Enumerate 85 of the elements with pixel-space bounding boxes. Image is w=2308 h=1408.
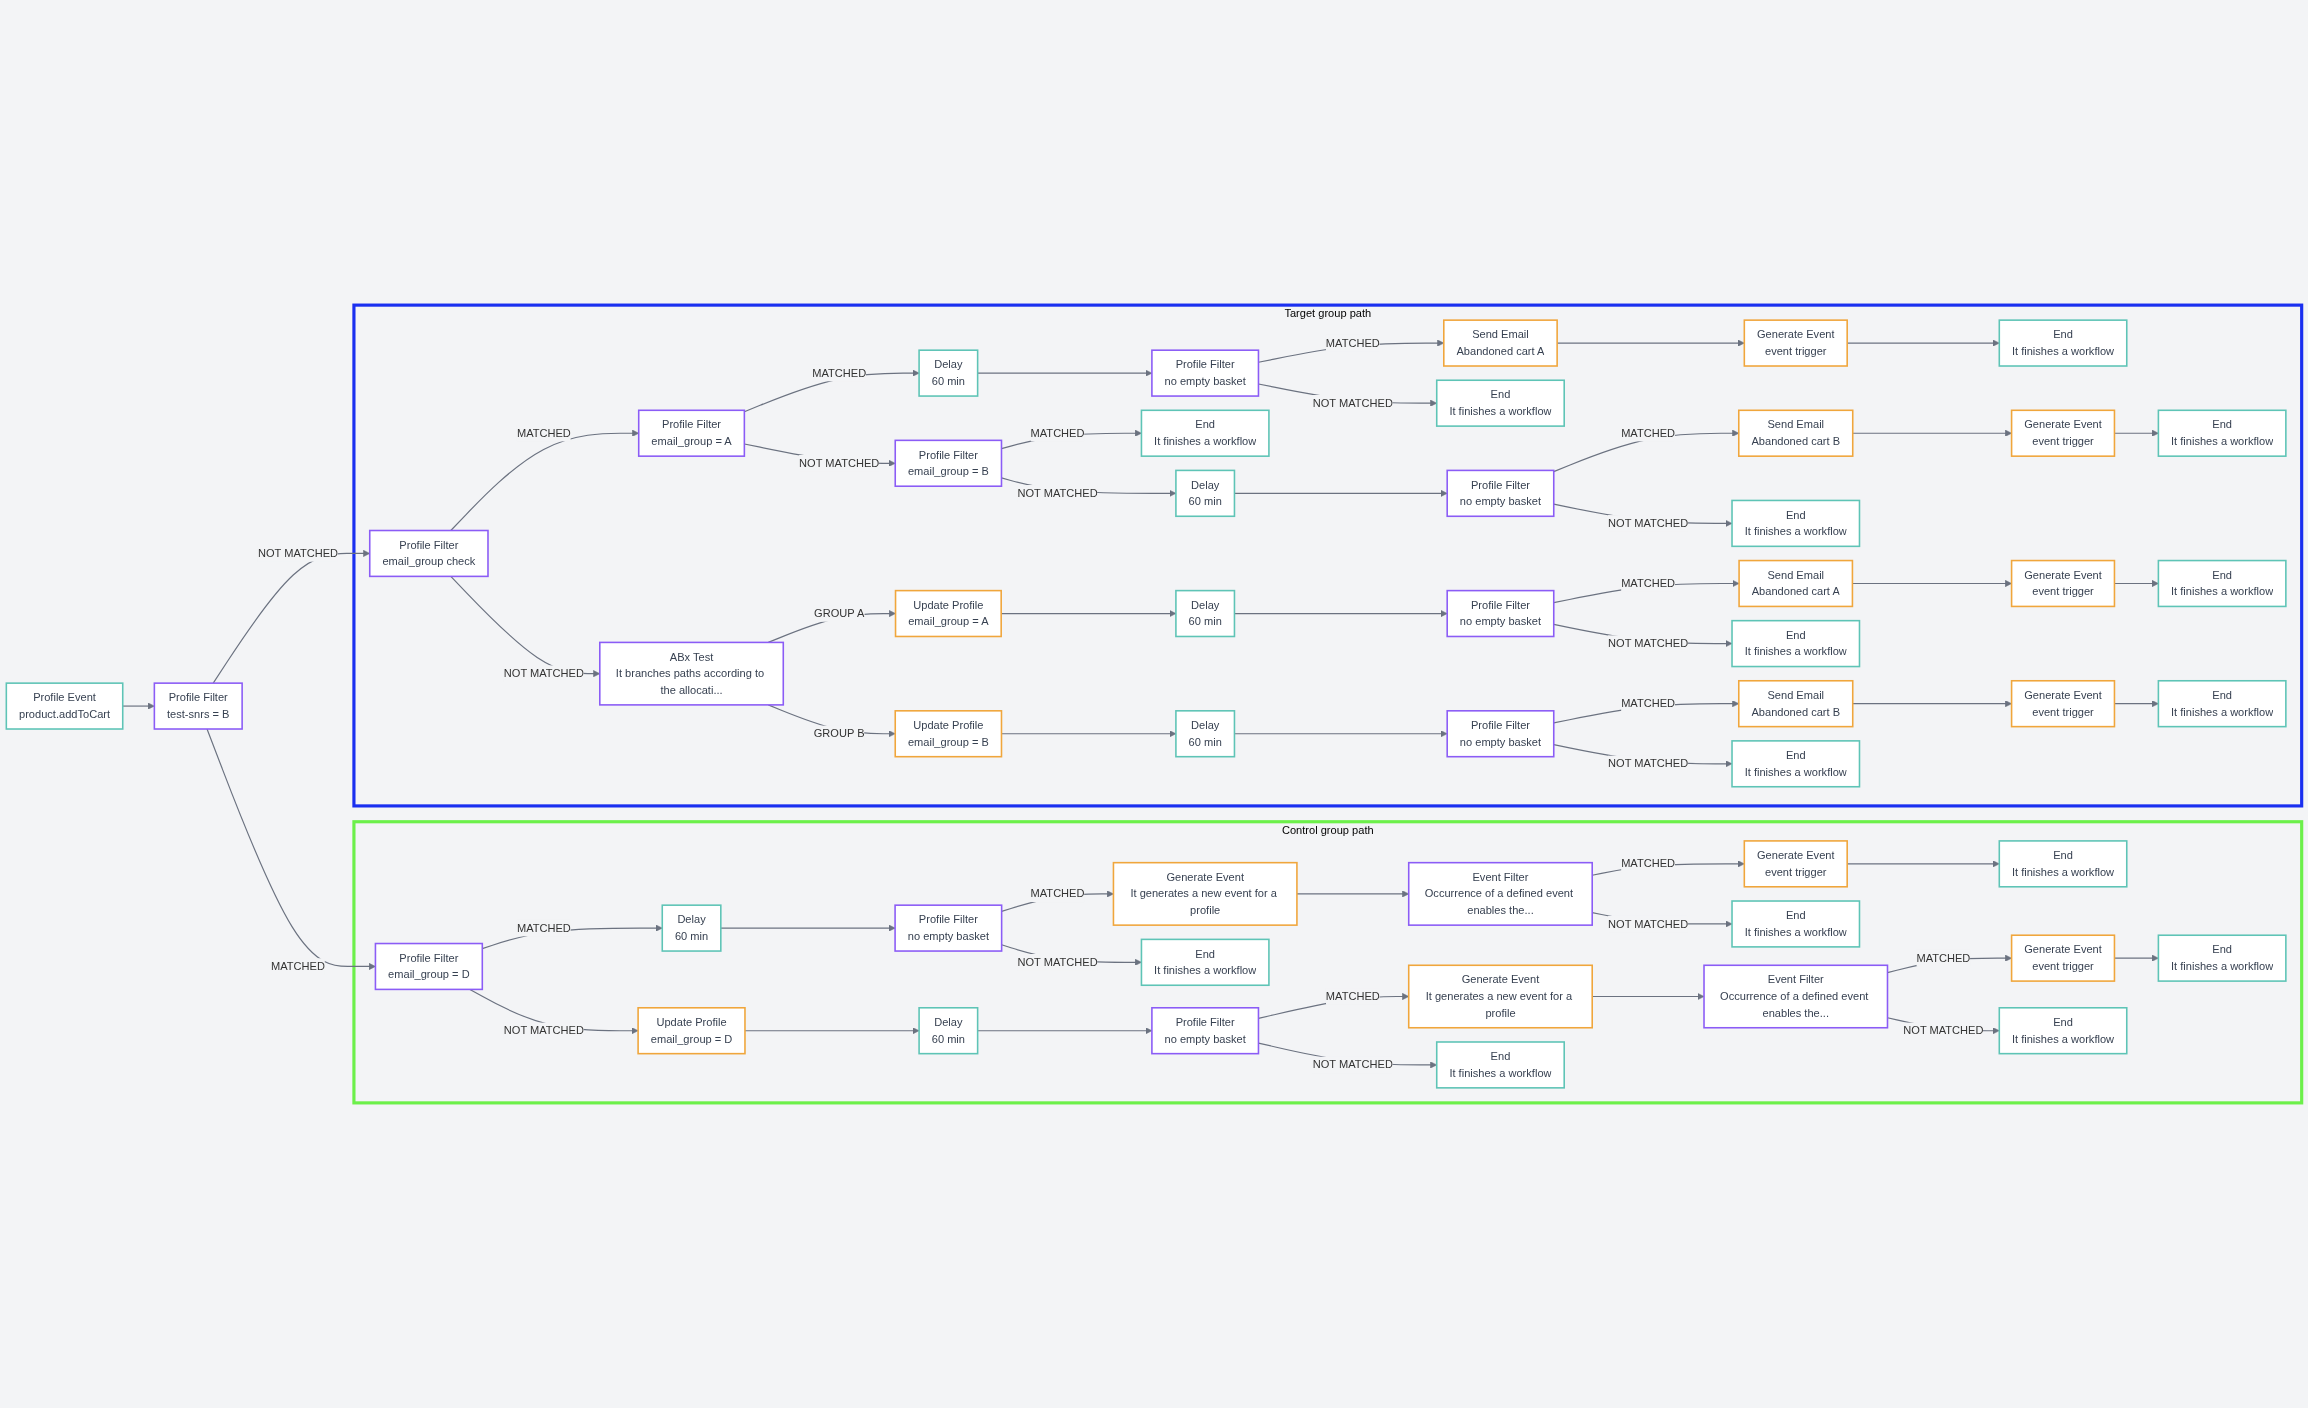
- node-box: End It finishes a workflow: [1731, 900, 1861, 948]
- node-box: Delay 60 min: [1175, 469, 1236, 518]
- node-box: Profile Filter no empty basket: [1151, 1007, 1260, 1055]
- edge-label: GROUP B: [813, 727, 865, 740]
- node-box: End It finishes a workflow: [1998, 840, 2128, 888]
- edge-label: NOT MATCHED: [1017, 486, 1098, 500]
- edge-label: NOT MATCHED: [1608, 917, 1689, 930]
- edge-label: MATCHED: [271, 959, 325, 973]
- node-box: End It finishes a workflow: [1998, 1007, 2128, 1055]
- node-box: Profile Filter email_group = D: [374, 942, 484, 991]
- node-box: Profile Filter no empty basket: [1151, 349, 1260, 397]
- node-box: Profile Filter no empty basket: [1446, 589, 1555, 638]
- edge-label: MATCHED: [1916, 951, 1971, 965]
- node-box: Profile Filter no empty basket: [1446, 710, 1555, 758]
- node-box: Generate Event event trigger: [2010, 680, 2116, 728]
- edge-label: GROUP A: [814, 606, 865, 620]
- arrow: [744, 1027, 920, 1035]
- node-box: End It finishes a workflow: [1140, 938, 1270, 987]
- node-box: End It finishes a workflow: [2157, 559, 2287, 608]
- edge-label: NOT MATCHED: [1903, 1024, 1984, 1037]
- node-box: Generate Event It generates a new event for a profile: [1407, 964, 1593, 1029]
- edge-label: MATCHED: [1030, 426, 1085, 440]
- node-box: Profile Filter email_group check: [368, 529, 489, 578]
- edge-label: NOT MATCHED: [257, 546, 339, 560]
- node-box: End It finishes a workflow: [2157, 409, 2287, 457]
- edge-label: MATCHED: [1621, 576, 1676, 590]
- edge-label: NOT MATCHED: [1312, 396, 1393, 410]
- node-box: Generate Event event trigger: [2010, 559, 2116, 608]
- edge-label: MATCHED: [516, 426, 571, 440]
- node-box: End It finishes a workflow: [1998, 319, 2128, 367]
- node-box: End It finishes a workflow: [1435, 1041, 1565, 1089]
- node-box: End It finishes a workflow: [1731, 619, 1861, 668]
- arrow: [206, 728, 376, 970]
- node-box: Generate Event event trigger: [2010, 409, 2116, 457]
- node-box: Send Email Abandoned cart A: [1443, 319, 1558, 367]
- arrow: [122, 702, 155, 710]
- node-box: Profile Filter test-snrs = B: [153, 682, 243, 730]
- edge-label: NOT MATCHED: [1017, 955, 1098, 969]
- node-box: Profile Event product.addToCart: [5, 682, 124, 730]
- node-box: Profile Filter no empty basket: [894, 904, 1003, 952]
- edge-label: NOT MATCHED: [503, 666, 584, 680]
- arrow: [1852, 429, 2012, 437]
- node-box: Delay 60 min: [918, 1007, 979, 1055]
- node-box: End It finishes a workflow: [2157, 934, 2287, 982]
- edge-label: NOT MATCHED: [1312, 1058, 1393, 1071]
- edge-label: MATCHED: [1621, 426, 1676, 440]
- edge-label: NOT MATCHED: [1608, 757, 1689, 770]
- node-box: Delay 60 min: [661, 904, 722, 952]
- node-box: End It finishes a workflow: [1435, 379, 1565, 427]
- node-box: Send Email Abandoned cart A: [1738, 559, 1854, 608]
- node-box: End It finishes a workflow: [1140, 409, 1270, 457]
- node-box: Profile Filter email_group = A: [637, 409, 746, 457]
- node-box: Update Profile email_group = B: [894, 710, 1003, 758]
- node-box: End It finishes a workflow: [1731, 740, 1861, 788]
- node-box: End It finishes a workflow: [1731, 499, 1861, 548]
- edge-label: MATCHED: [516, 921, 571, 935]
- node-box: End It finishes a workflow: [2157, 680, 2287, 728]
- edge-label: NOT MATCHED: [1608, 516, 1689, 530]
- node-box: Generate Event It generates a new event for a profile: [1112, 861, 1298, 926]
- node-box: Generate Event event trigger: [1743, 840, 1848, 888]
- edge-label: NOT MATCHED: [799, 456, 880, 470]
- edge-label: NOT MATCHED: [1608, 636, 1689, 650]
- node-box: Generate Event event trigger: [1743, 319, 1848, 367]
- node-box: ABx Test It branches paths according to the allocati...: [599, 641, 785, 706]
- node-box: Generate Event event trigger: [2010, 934, 2116, 982]
- node-box: Event Filter Occurrence of a defined event enables the...: [1703, 964, 1889, 1029]
- arrow: [1852, 700, 2012, 708]
- edge-label: MATCHED: [1325, 336, 1380, 350]
- edge-label: MATCHED: [1030, 887, 1085, 900]
- node-box: Send Email Abandoned cart B: [1738, 680, 1854, 728]
- node-box: Profile Filter no empty basket: [1446, 469, 1555, 518]
- edge-label: MATCHED: [1325, 989, 1380, 1003]
- arrow: [720, 924, 896, 932]
- edge-label: MATCHED: [1621, 696, 1676, 710]
- node-box: Update Profile email_group = A: [894, 589, 1002, 638]
- node-box: Profile Filter email_group = B: [894, 439, 1003, 487]
- node-box: Update Profile email_group = D: [637, 1007, 746, 1055]
- edge-label: MATCHED: [812, 366, 867, 380]
- node-box: Delay 60 min: [1175, 589, 1236, 638]
- node-box: Event Filter Occurrence of a defined event enables the...: [1407, 861, 1593, 926]
- edge-label: NOT MATCHED: [503, 1024, 584, 1037]
- node-box: Delay 60 min: [1175, 710, 1236, 758]
- node-box: Send Email Abandoned cart B: [1738, 409, 1854, 457]
- edge-label: MATCHED: [1621, 857, 1676, 870]
- node-box: Delay 60 min: [918, 349, 979, 397]
